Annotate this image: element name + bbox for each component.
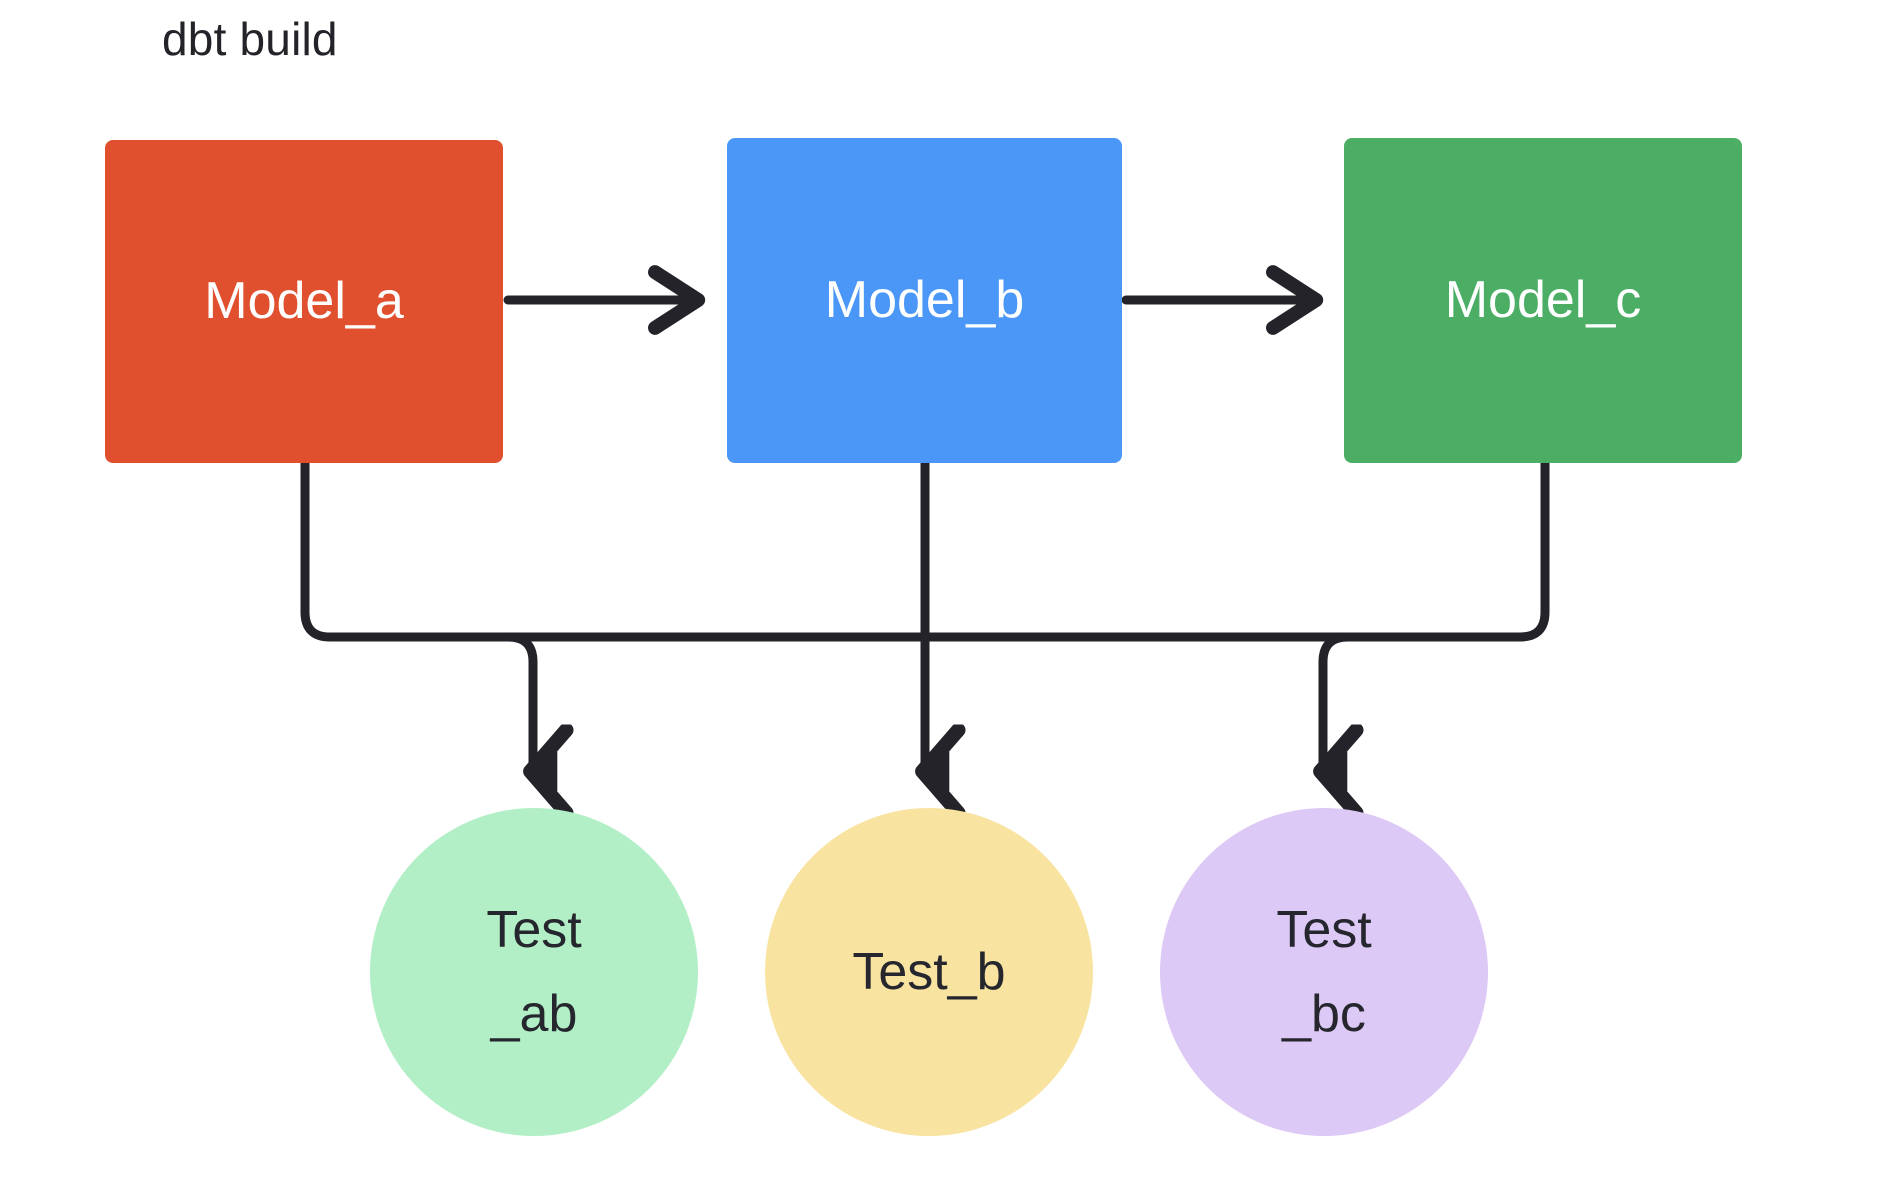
edge-bus-to-test-ab: [503, 632, 533, 775]
edge-model-c-to-bus: [920, 458, 1550, 642]
node-test-b-label: Test_b: [852, 942, 1006, 1001]
edge-model-a-to-bus: [300, 458, 930, 642]
node-test-ab[interactable]: Test _ab: [370, 808, 698, 1136]
node-test-ab-label: Test _ab: [486, 900, 582, 1043]
node-test-bc-label: Test _bc: [1276, 900, 1372, 1043]
edge-bus-to-test-bc: [1323, 632, 1348, 775]
node-test-bc[interactable]: Test _bc: [1160, 808, 1488, 1136]
node-model-a-label: Model_a: [204, 271, 404, 330]
node-model-b[interactable]: Model_b: [727, 138, 1122, 463]
node-model-c-label: Model_c: [1444, 270, 1642, 329]
node-model-a[interactable]: Model_a: [105, 140, 503, 463]
node-test-b[interactable]: Test_b: [765, 808, 1093, 1136]
diagram-title: dbt build: [162, 13, 338, 65]
node-model-b-label: Model_b: [824, 270, 1025, 329]
node-model-c[interactable]: Model_c: [1344, 138, 1742, 463]
